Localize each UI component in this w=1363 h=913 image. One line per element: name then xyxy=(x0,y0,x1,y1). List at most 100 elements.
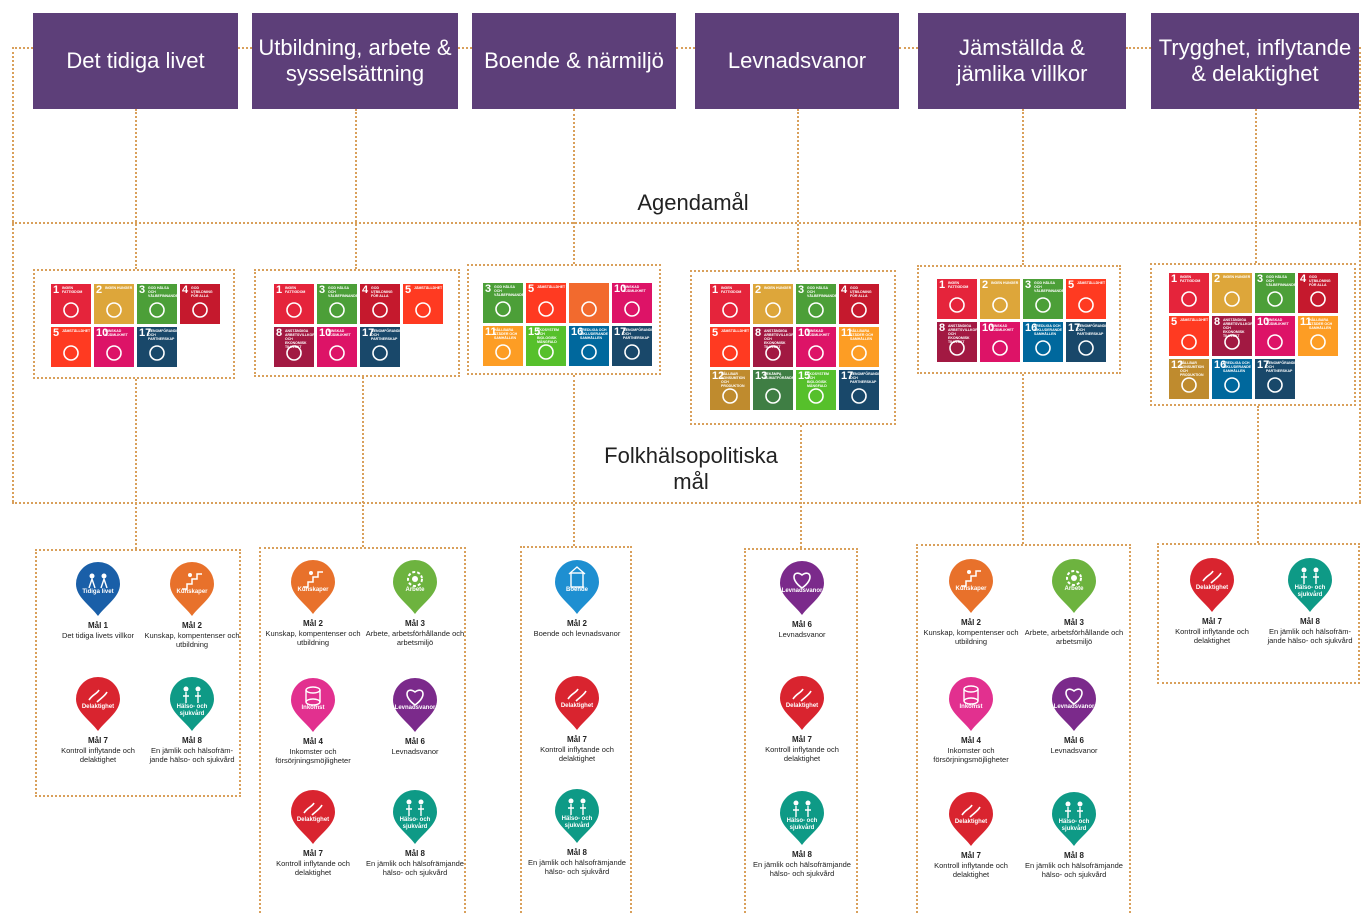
goal-pin-label: Inkomst xyxy=(959,704,983,710)
sdg-goal-number: 3 xyxy=(139,284,146,296)
goal-pin-label: Delaktighet xyxy=(954,819,988,825)
sdg-goal-number: 8 xyxy=(276,327,283,339)
sdg-goal-number: 5 xyxy=(528,283,535,295)
sdg-goal-icon xyxy=(949,297,965,313)
folkhalsa-label: Folkhälsopolitiska mål xyxy=(590,443,792,495)
goal-title: Mål 4 xyxy=(302,737,323,746)
goal-description: Kontroll inflytande och delaktighet xyxy=(934,861,1008,879)
sdg-goal-number: 4 xyxy=(841,284,848,296)
sdg-goal-number: 8 xyxy=(939,322,946,334)
goal-description: Levnadsvanor xyxy=(1050,746,1098,755)
sdg-goal-icon xyxy=(851,388,867,404)
sdg-goal-icon xyxy=(286,345,302,361)
sdg-goal-number: 3 xyxy=(485,283,492,295)
goal-pin-label: Delaktighet xyxy=(785,703,819,709)
goal-title: Mål 2 xyxy=(302,619,323,628)
stairs-icon: Kunskaper xyxy=(169,561,215,617)
sdg-goal-icon xyxy=(495,301,511,317)
sdg-goal-number: 3 xyxy=(798,284,805,296)
sdg-goal-number: 11 xyxy=(1300,316,1312,328)
goal-title: Mål 8 xyxy=(1063,851,1084,860)
sdg-goal-number: 2 xyxy=(1214,273,1221,285)
sdg-goal-title: GOD UTBILDNING FÖR ALLA xyxy=(1309,275,1331,287)
goal-pin-label: Hälso- och sjukvård xyxy=(1058,819,1090,832)
sdg-goal-icon xyxy=(286,302,302,318)
sdg-goal-title: HÅLLBAR KONSUMTION OCH PRODUKTION xyxy=(721,372,745,388)
goal-description: Arbete, arbetsförhållande och arbetsmilj… xyxy=(365,629,465,647)
sdg-goal-icon xyxy=(1224,291,1240,307)
heart-icon: Levnadsvanor xyxy=(779,560,825,616)
sdg-goal-number: 1 xyxy=(53,284,60,296)
goal-description: Kunskap, kompentenser och utbildning xyxy=(265,629,361,647)
goal-pin-label: Inkomst xyxy=(301,705,325,711)
sdg-goal-icon xyxy=(1035,340,1051,356)
sdg-goal-number: 17 xyxy=(1257,359,1270,371)
goal-title: Mål 3 xyxy=(1063,618,1084,627)
sdg-goal-title: JÄMSTÄLLDHET xyxy=(1077,281,1106,285)
sdg-goal-icon xyxy=(808,388,824,404)
goal-pin-label: Boende xyxy=(565,587,588,593)
house-icon: Boende xyxy=(554,559,600,615)
sdg-goal-icon xyxy=(1078,297,1094,313)
sdg-goal-number: 5 xyxy=(405,284,412,296)
sdg-goal-title: GOD HÄLSA OCH VÄLBEFINNANDE xyxy=(328,286,357,298)
sdg-goal-number: 1 xyxy=(712,284,719,296)
sdg-goal-icon xyxy=(1267,334,1283,350)
goal-pin-label: Hälso- och sjukvård xyxy=(399,817,431,830)
sdg-goal-number: 17 xyxy=(362,327,375,339)
sdg-goal-title: ANSTÄNDIGA ARBETSVILLKOR OCH EKONOMISK T… xyxy=(1223,318,1252,338)
sdg-goal-icon xyxy=(581,301,597,317)
goal-description: Det tidiga livets villkor xyxy=(61,631,135,640)
stairs-icon: Kunskaper xyxy=(948,558,994,614)
sdg-goal-number: 2 xyxy=(96,284,103,296)
sdg-goal-number: 16 xyxy=(1025,322,1038,334)
sdg-goal-title: HÅLLBAR KONSUMTION OCH PRODUKTION xyxy=(1180,361,1204,377)
sdg-goal-tile xyxy=(569,283,609,323)
goal-title: Mål 8 xyxy=(566,848,587,857)
sdg-goal-icon xyxy=(63,345,79,361)
sdg-goal-title: MINSKAD OJÄMLIKHET xyxy=(328,329,351,337)
sdg-goal-title: GOD UTBILDNING FÖR ALLA xyxy=(850,286,872,298)
goal-title: Mål 6 xyxy=(404,737,425,746)
sdg-goal-icon xyxy=(722,388,738,404)
sdg-goal-icon xyxy=(149,345,165,361)
goal-title: Mål 8 xyxy=(404,849,425,858)
goal-title: Mål 8 xyxy=(791,850,812,859)
hands-icon: Delaktighet xyxy=(1189,557,1235,613)
sdg-goal-title: GENOMFÖRANDE OCH PARTNERSKAP xyxy=(1266,361,1295,373)
heart-icon: Levnadsvanor xyxy=(1051,676,1097,732)
goal-description: En jämlik och hälsofrämjande hälso- och … xyxy=(366,859,464,877)
header-jamstallda: Jämställda & jämlika villkor xyxy=(918,13,1126,109)
sdg-goal-title: GOD UTBILDNING FÖR ALLA xyxy=(371,286,393,298)
